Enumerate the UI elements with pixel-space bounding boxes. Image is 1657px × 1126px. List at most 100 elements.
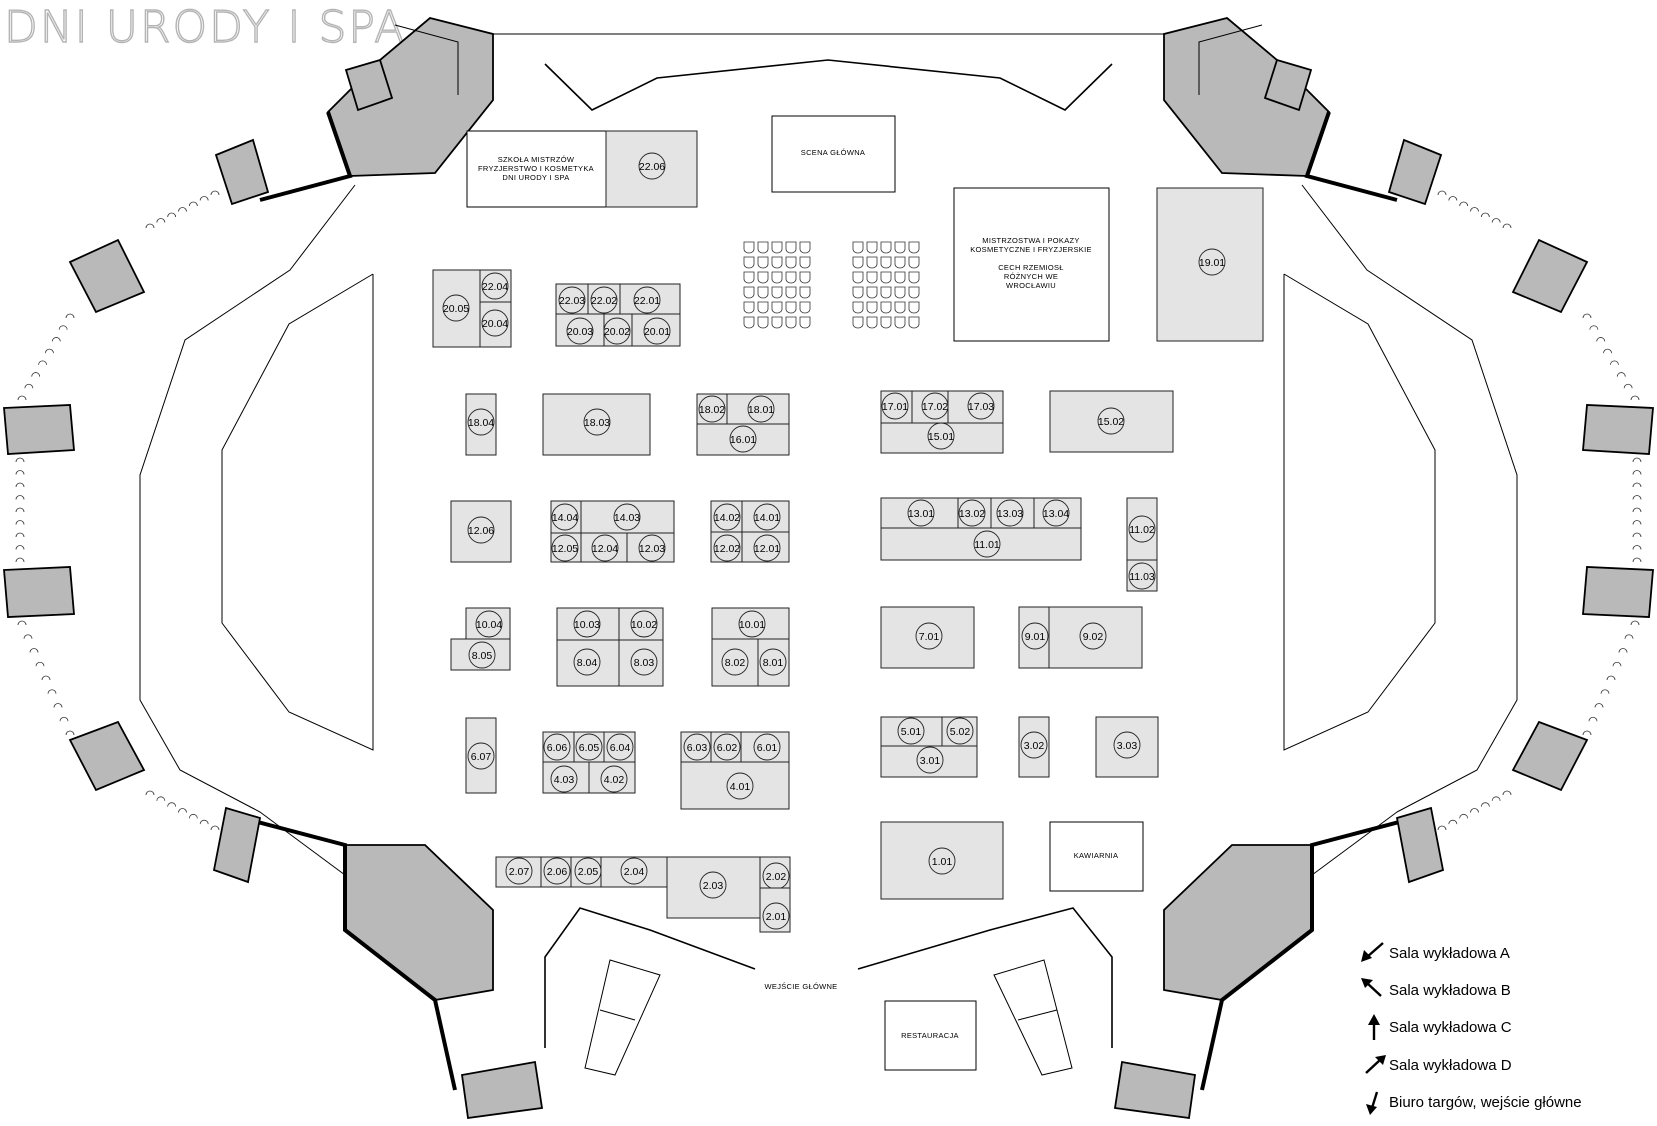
- booth-1-01[interactable]: 1.01: [880, 821, 1004, 900]
- booth-20-03[interactable]: 20.03: [555, 313, 605, 347]
- booth-13-04[interactable]: 13.04: [1033, 497, 1082, 529]
- booth-15-01[interactable]: 15.01: [880, 422, 1004, 454]
- perimeter-windows: [15, 190, 1642, 831]
- booth-16-01[interactable]: 16.01: [696, 423, 790, 456]
- booth-17-03[interactable]: 17.03: [947, 390, 1004, 424]
- booth-4-02[interactable]: 4.02: [588, 761, 636, 794]
- booth-12-06[interactable]: 12.06: [450, 500, 512, 563]
- booth-label: 12.06: [468, 525, 494, 537]
- window-arc: [45, 348, 54, 354]
- booth-3-03[interactable]: 3.03: [1095, 716, 1159, 778]
- booth-7-01[interactable]: 7.01: [880, 606, 975, 669]
- booth-14-02[interactable]: 14.02: [710, 500, 743, 533]
- window-arc: [15, 557, 25, 563]
- booth-6-01[interactable]: 6.01: [740, 731, 790, 763]
- booth-20-05[interactable]: 20.05: [432, 269, 481, 348]
- booth-6-05[interactable]: 6.05: [573, 731, 605, 763]
- window-arc: [23, 634, 33, 639]
- booth-13-03[interactable]: 13.03: [990, 497, 1035, 529]
- booth-6-06[interactable]: 6.06: [542, 731, 575, 763]
- booth-14-01[interactable]: 14.01: [741, 500, 790, 533]
- seat: [880, 256, 892, 269]
- booth-20-02[interactable]: 20.02: [603, 313, 633, 347]
- booth-2-07[interactable]: 2.07: [495, 856, 542, 888]
- mistrzostwa-area: MISTRZOSTWA I POKAZY KOSMETYCZNE I FRYZJ…: [953, 187, 1110, 342]
- booth-5-01[interactable]: 5.01: [880, 716, 943, 747]
- booth-label: 22.01: [634, 295, 660, 307]
- seat: [894, 271, 906, 284]
- booth-11-01[interactable]: 11.01: [880, 527, 1082, 561]
- seat: [771, 241, 783, 254]
- seat: [757, 301, 769, 314]
- booth-4-03[interactable]: 4.03: [542, 761, 590, 794]
- booth-19-01[interactable]: 19.01: [1156, 187, 1264, 342]
- seat: [908, 316, 920, 329]
- booth-22-01[interactable]: 22.01: [619, 283, 681, 315]
- booth-2-05[interactable]: 2.05: [570, 856, 602, 888]
- window-arc: [58, 325, 68, 330]
- window-arc: [1632, 532, 1642, 538]
- booth-8-01[interactable]: 8.01: [757, 638, 790, 687]
- booth-18-01[interactable]: 18.01: [726, 393, 790, 425]
- booth-10-04[interactable]: 10.04: [465, 607, 511, 640]
- booth-20-01[interactable]: 20.01: [631, 313, 681, 347]
- booth-2-04[interactable]: 2.04: [600, 856, 668, 888]
- booth-label: 22.06: [639, 161, 665, 173]
- booth-6-02[interactable]: 6.02: [710, 731, 742, 763]
- booth-13-01[interactable]: 13.01: [880, 497, 959, 529]
- window-arc: [1624, 634, 1634, 639]
- window-arc: [1459, 201, 1469, 207]
- booth-11-02[interactable]: 11.02: [1126, 497, 1158, 561]
- booth-12-05[interactable]: 12.05: [550, 532, 582, 563]
- window-arc: [51, 337, 61, 342]
- booth-3-02[interactable]: 3.02: [1018, 716, 1050, 778]
- booth-2-06[interactable]: 2.06: [540, 856, 572, 888]
- booth-5-02[interactable]: 5.02: [941, 716, 978, 747]
- booth-15-02[interactable]: 15.02: [1049, 390, 1174, 453]
- booth-9-01[interactable]: 9.01: [1018, 606, 1050, 669]
- seat: [880, 301, 892, 314]
- booth-14-03[interactable]: 14.03: [580, 500, 675, 534]
- booth-22-02[interactable]: 22.02: [587, 283, 621, 315]
- window-arc: [17, 395, 27, 401]
- booth-10-03[interactable]: 10.03: [556, 607, 620, 641]
- booth-22-06[interactable]: 22.06: [605, 130, 698, 208]
- booth-14-04[interactable]: 14.04: [550, 500, 582, 534]
- booth-2-03[interactable]: 2.03: [666, 856, 761, 919]
- booth-22-04[interactable]: 22.04: [479, 269, 512, 303]
- booth-12-01[interactable]: 12.01: [741, 531, 790, 563]
- booth-12-04[interactable]: 12.04: [580, 532, 628, 563]
- booth-4-01[interactable]: 4.01: [680, 761, 790, 810]
- booth-18-02[interactable]: 18.02: [696, 393, 728, 425]
- svg-text:Biuro targów, wejście główne: Biuro targów, wejście główne: [1389, 1094, 1582, 1111]
- window-arc: [1582, 313, 1592, 319]
- booth-11-03[interactable]: 11.03: [1126, 559, 1158, 592]
- booth-8-04[interactable]: 8.04: [556, 639, 620, 687]
- booth-10-02[interactable]: 10.02: [618, 607, 664, 641]
- booth-12-02[interactable]: 12.02: [710, 531, 743, 563]
- booth-8-03[interactable]: 8.03: [618, 639, 664, 687]
- booth-6-07[interactable]: 6.07: [465, 717, 497, 794]
- booth-10-01[interactable]: 10.01: [711, 607, 790, 640]
- seat: [799, 256, 811, 269]
- booth-6-04[interactable]: 6.04: [603, 731, 636, 763]
- booth-6-03[interactable]: 6.03: [680, 731, 712, 763]
- booth-20-04[interactable]: 20.04: [479, 301, 512, 348]
- booth-13-02[interactable]: 13.02: [957, 497, 992, 529]
- window-arc: [1437, 825, 1447, 831]
- booth-17-02[interactable]: 17.02: [911, 390, 949, 424]
- booth-3-01[interactable]: 3.01: [880, 745, 978, 778]
- booth-17-01[interactable]: 17.01: [880, 390, 913, 424]
- booth-18-04[interactable]: 18.04: [465, 393, 497, 456]
- booth-9-02[interactable]: 9.02: [1048, 606, 1143, 669]
- booth-label: 8.04: [577, 657, 598, 669]
- seat: [771, 286, 783, 299]
- booth-18-03[interactable]: 18.03: [542, 393, 651, 456]
- booth-12-03[interactable]: 12.03: [626, 532, 675, 563]
- booth-2-02[interactable]: 2.02: [759, 856, 791, 890]
- booth-2-01[interactable]: 2.01: [759, 887, 791, 933]
- booth-8-05[interactable]: 8.05: [450, 638, 511, 671]
- booth-22-03[interactable]: 22.03: [555, 283, 589, 315]
- booth-8-02[interactable]: 8.02: [711, 638, 759, 687]
